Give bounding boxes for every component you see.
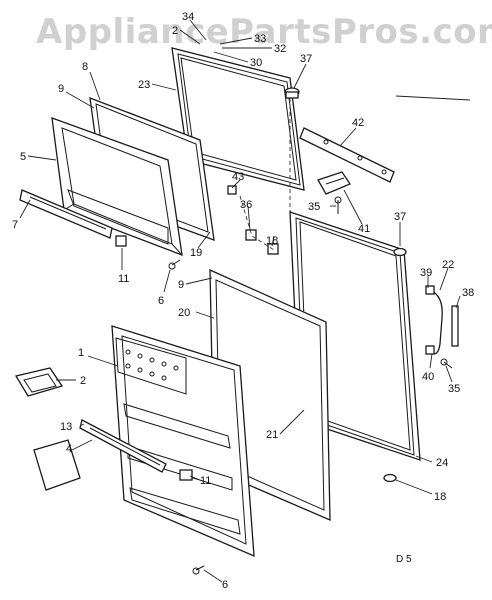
- door-handle: [425, 285, 443, 355]
- callout-34: 34: [182, 11, 194, 23]
- freezer-door-gasket: [171, 47, 305, 191]
- watermark-text: AppliancePartsPros.com: [36, 12, 492, 52]
- callout-37-mid: 37: [394, 211, 406, 223]
- callout-6-lower: 6: [222, 579, 228, 591]
- callout-7: 7: [12, 219, 18, 231]
- door-pin-lower: [192, 565, 205, 575]
- fresh-food-door-liner: [111, 325, 255, 558]
- callout-36: 36: [240, 199, 252, 211]
- callout-5: 5: [20, 151, 26, 163]
- handle-trim-strip: [451, 305, 459, 347]
- callout-13: 13: [60, 421, 72, 433]
- callout-9-lower: 9: [178, 279, 184, 291]
- callout-18-lower: 18: [434, 491, 446, 503]
- callout-2-lower: 2: [80, 375, 86, 387]
- callout-4: 4: [66, 443, 72, 455]
- callout-32: 32: [274, 43, 286, 55]
- callout-19: 19: [190, 247, 202, 259]
- door-stop-upper: [115, 235, 127, 247]
- hinge-cap-bottom: [383, 473, 397, 483]
- door-bin: [33, 439, 81, 491]
- callout-6: 6: [158, 295, 164, 307]
- callout-33: 33: [254, 33, 266, 45]
- callout-23: 23: [138, 79, 150, 91]
- callout-24: 24: [436, 457, 448, 469]
- callout-35: 35: [308, 201, 320, 213]
- callout-42: 42: [352, 117, 364, 129]
- screw-upper: [334, 196, 342, 214]
- callout-labels: 34 2 33 32 30 37 8 23 9 42 5 43 36 18 35…: [12, 11, 474, 591]
- hinge-cover-strip: [299, 127, 395, 183]
- handle-screw-lower: [440, 358, 453, 369]
- callout-40: 40: [422, 371, 434, 383]
- door-pin-upper: [168, 259, 181, 270]
- callout-22: 22: [442, 259, 454, 271]
- callout-37: 37: [300, 53, 312, 65]
- hinge-cap-middle: [393, 247, 407, 257]
- freezer-shelf-bar: [19, 189, 113, 239]
- callout-35-lower: 35: [448, 383, 460, 395]
- door-stop-lower: [179, 469, 193, 481]
- callout-21: 21: [266, 429, 278, 441]
- callout-20: 20: [178, 307, 190, 319]
- callout-11: 11: [118, 273, 129, 285]
- callout-1: 1: [78, 347, 84, 359]
- hinge-cap-top: [284, 87, 300, 99]
- center-hinge: [317, 171, 351, 195]
- callout-9: 9: [58, 83, 64, 95]
- leader-lines: [19, 19, 461, 583]
- callout-8: 8: [82, 61, 88, 73]
- callout-41: 41: [358, 223, 370, 235]
- callout-11-lower: 11: [200, 475, 211, 487]
- callout-18: 18: [266, 235, 278, 247]
- butter-door: [14, 367, 64, 397]
- freezer-door-liner: [51, 117, 183, 257]
- callout-38: 38: [462, 287, 474, 299]
- diagram-code: D 5: [396, 554, 412, 565]
- callout-43: 43: [232, 171, 244, 183]
- callout-30: 30: [250, 57, 262, 69]
- callout-2: 2: [172, 25, 178, 37]
- callout-39: 39: [420, 267, 432, 279]
